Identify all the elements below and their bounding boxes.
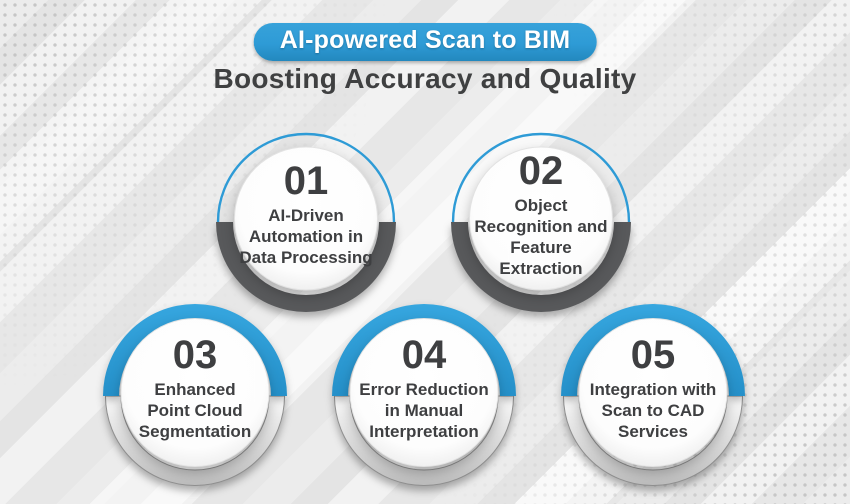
step-circle-01: 01 AI-Driven Automation in Data Processi… xyxy=(211,127,401,317)
step-label: Object Recognition and Feature Extractio… xyxy=(474,195,608,278)
step-number: 05 xyxy=(630,333,676,378)
step-number: 04 xyxy=(401,333,447,378)
circle-text-02: 02 Object Recognition and Feature Extrac… xyxy=(446,120,636,310)
step-circle-04: 04 Error Reduction in Manual Interpretat… xyxy=(329,301,519,491)
title-badge-label: AI-powered Scan to BIM xyxy=(279,26,571,54)
circle-text-03: 03 Enhanced Point Cloud Segmentation xyxy=(100,294,290,484)
circle-graphic-05 xyxy=(561,304,745,486)
circle-text-05: 05 Integration with Scan to CAD Services xyxy=(558,294,748,484)
circle-graphic-04 xyxy=(332,304,516,486)
step-circle-02: 02 Object Recognition and Feature Extrac… xyxy=(446,127,636,317)
circle-text-01: 01 AI-Driven Automation in Data Processi… xyxy=(211,120,401,310)
title-badge: AI-powered Scan to BIM xyxy=(253,23,597,61)
step-label: AI-Driven Automation in Data Processing xyxy=(239,206,373,268)
step-label: Error Reduction in Manual Interpretation xyxy=(359,380,489,442)
step-label: Integration with Scan to CAD Services xyxy=(589,380,717,442)
step-number: 02 xyxy=(518,148,564,193)
circle-graphic-02 xyxy=(451,132,631,312)
subtitle: Boosting Accuracy and Quality xyxy=(213,63,637,94)
step-circle-05: 05 Integration with Scan to CAD Services xyxy=(558,301,748,491)
circle-text-04: 04 Error Reduction in Manual Interpretat… xyxy=(329,294,519,484)
step-circle-03: 03 Enhanced Point Cloud Segmentation xyxy=(100,301,290,491)
step-label: Enhanced Point Cloud Segmentation xyxy=(138,380,252,442)
step-number: 01 xyxy=(283,159,329,204)
step-number: 03 xyxy=(172,333,218,378)
circle-graphic-01 xyxy=(216,132,396,312)
circle-graphic-03 xyxy=(103,304,287,486)
